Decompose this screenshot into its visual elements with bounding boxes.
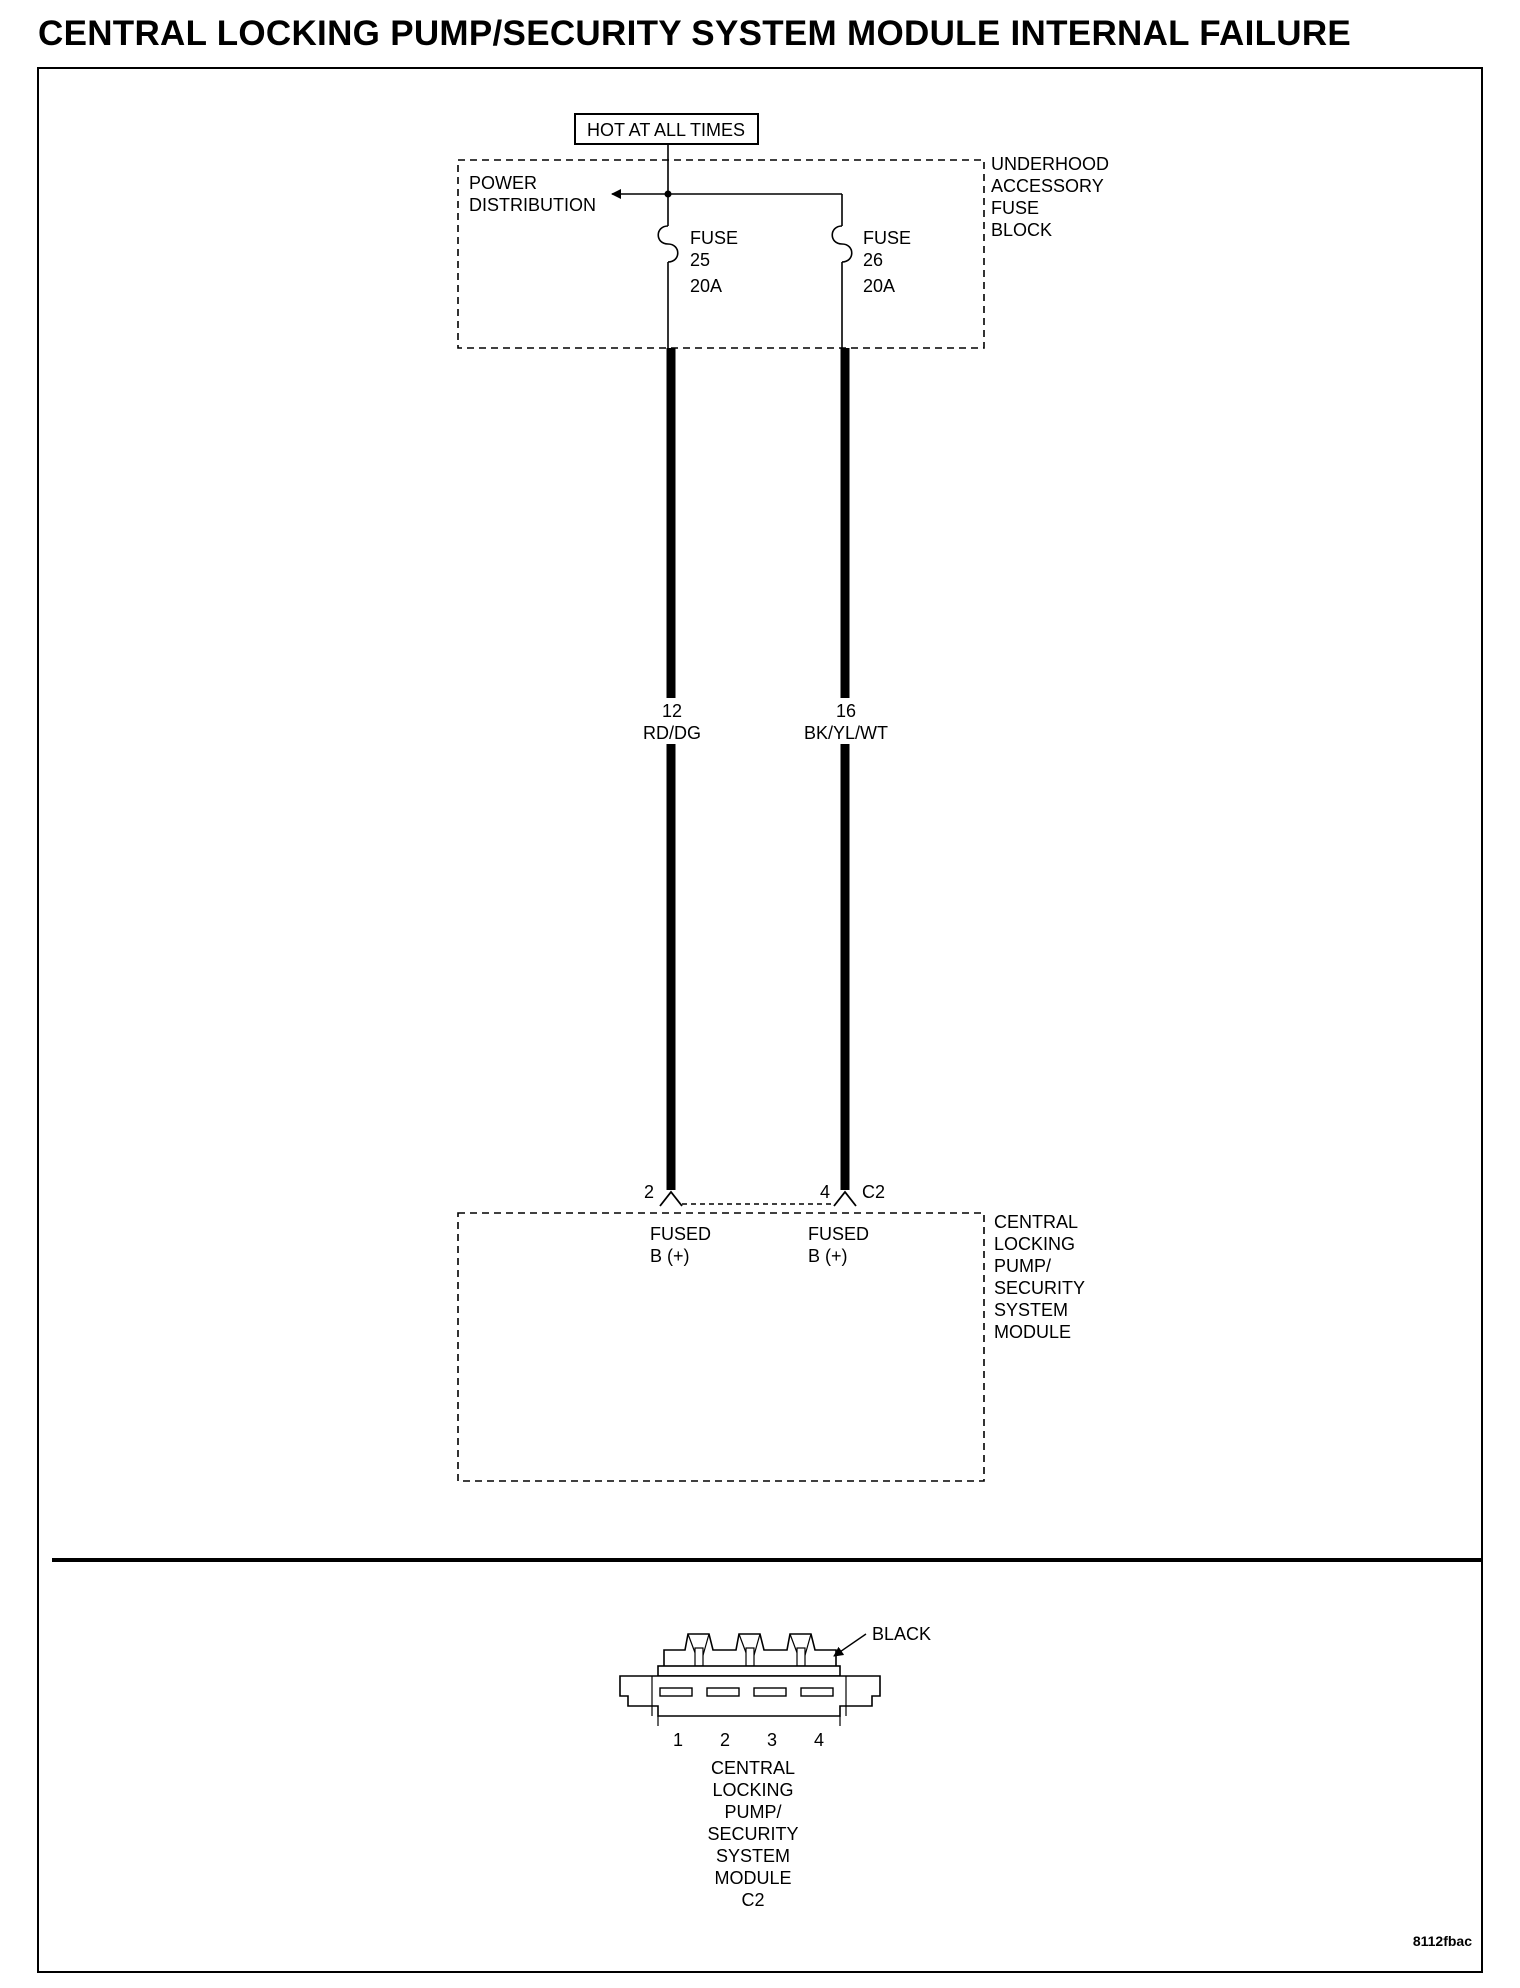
fuse-25-label-line: FUSE bbox=[690, 228, 738, 248]
fuse-26-label-line: FUSE bbox=[863, 228, 911, 248]
pin-2-function-line-2: B (+) bbox=[650, 1246, 690, 1266]
fuse-26-label-line: 26 bbox=[863, 250, 883, 270]
connector-caption-line: SYSTEM bbox=[716, 1846, 790, 1866]
pin-2-number: 2 bbox=[644, 1182, 654, 1202]
fuse-block-label-line: FUSE bbox=[991, 198, 1039, 218]
wire-2-color: BK/YL/WT bbox=[804, 723, 888, 743]
fuse-25-label-line: 25 bbox=[690, 250, 710, 270]
pin-4-terminal bbox=[833, 1190, 857, 1207]
fuse-25-label-line: 20A bbox=[690, 276, 722, 296]
connector-caption-line: MODULE bbox=[714, 1868, 791, 1888]
module-label-line: LOCKING bbox=[994, 1234, 1075, 1254]
connector-name: C2 bbox=[862, 1182, 885, 1202]
connector-caption: CENTRAL LOCKING PUMP/ SECURITY SYSTEM MO… bbox=[707, 1758, 798, 1910]
wire-1-gauge: 12 bbox=[662, 701, 682, 721]
black-leader-line bbox=[833, 1633, 867, 1657]
pin-4-number: 4 bbox=[820, 1182, 830, 1202]
power-distribution-label: POWER DISTRIBUTION bbox=[469, 173, 596, 215]
connector-caption-line: CENTRAL bbox=[711, 1758, 795, 1778]
power-distribution-line-2: DISTRIBUTION bbox=[469, 195, 596, 215]
fuse-26-symbol bbox=[831, 194, 853, 348]
connector-caption-line: SECURITY bbox=[707, 1824, 798, 1844]
fuse-26-label: FUSE 26 20A bbox=[863, 228, 911, 296]
module-label-line: SECURITY bbox=[994, 1278, 1085, 1298]
connector-face-icon bbox=[619, 1633, 881, 1726]
fuse-25-label: FUSE 25 20A bbox=[690, 228, 738, 296]
module-label-line: PUMP/ bbox=[994, 1256, 1051, 1276]
connector-color-label: BLACK bbox=[872, 1624, 931, 1644]
pin-4-function-line-2: B (+) bbox=[808, 1246, 848, 1266]
connector-caption-line: C2 bbox=[741, 1890, 764, 1910]
hot-at-all-times-box bbox=[574, 113, 759, 145]
connector-caption-line: PUMP/ bbox=[724, 1802, 781, 1822]
module-label: CENTRAL LOCKING PUMP/ SECURITY SYSTEM MO… bbox=[994, 1212, 1085, 1342]
fuse-block-label: UNDERHOOD ACCESSORY FUSE BLOCK bbox=[991, 154, 1109, 240]
cavity-number: 2 bbox=[720, 1730, 730, 1750]
fuse-block-label-line: BLOCK bbox=[991, 220, 1052, 240]
module-label-line: SYSTEM bbox=[994, 1300, 1068, 1320]
cavity-number: 1 bbox=[673, 1730, 683, 1750]
fuse-block-label-line: UNDERHOOD bbox=[991, 154, 1109, 174]
module-box bbox=[457, 1212, 985, 1482]
cavity-number: 3 bbox=[767, 1730, 777, 1750]
cavity-number: 4 bbox=[814, 1730, 824, 1750]
pin-4-function-line-1: FUSED bbox=[808, 1224, 869, 1244]
power-distribution-line-1: POWER bbox=[469, 173, 537, 193]
page-title: CENTRAL LOCKING PUMP/SECURITY SYSTEM MOD… bbox=[38, 14, 1352, 53]
wire-1-color: RD/DG bbox=[643, 723, 701, 743]
pin-2-function-line-1: FUSED bbox=[650, 1224, 711, 1244]
module-label-line: MODULE bbox=[994, 1322, 1071, 1342]
diagram-frame bbox=[37, 67, 1483, 1973]
connector-caption-line: LOCKING bbox=[712, 1780, 793, 1800]
wire-2-gauge: 16 bbox=[836, 701, 856, 721]
hot-at-all-times-label: HOT AT ALL TIMES bbox=[587, 120, 745, 140]
module-label-line: CENTRAL bbox=[994, 1212, 1078, 1232]
pin-2-terminal bbox=[659, 1190, 683, 1207]
fuse-block-label-line: ACCESSORY bbox=[991, 176, 1104, 196]
fuse-25-symbol bbox=[657, 194, 679, 348]
fuse-block-box bbox=[457, 159, 985, 349]
fuse-26-label-line: 20A bbox=[863, 276, 895, 296]
figure-code: 8112fbac bbox=[1413, 1933, 1472, 1949]
